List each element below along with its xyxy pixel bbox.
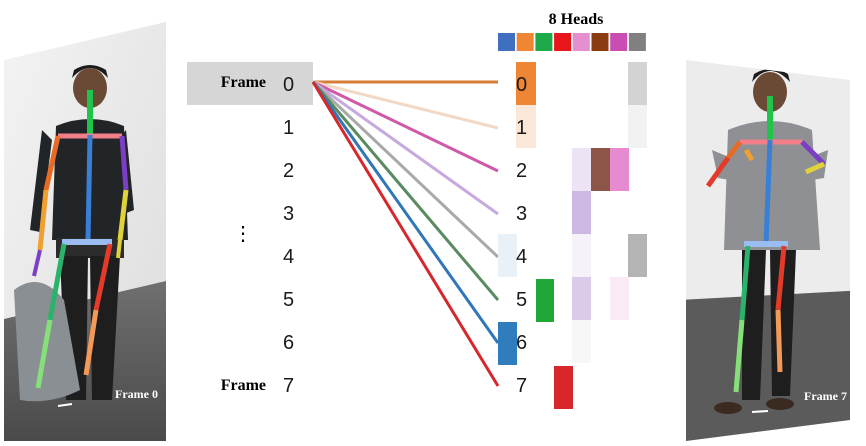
frame-0-word: Frame (221, 74, 266, 91)
attention-connections (311, 80, 500, 387)
attn-cell-r0-h7 (628, 62, 647, 105)
head-color-swatch-4 (554, 33, 572, 51)
left-frame-number-3: 3 (283, 203, 294, 225)
attn-cell-r2-h6 (610, 148, 629, 191)
head-color-swatch-1 (498, 33, 515, 51)
attn-cell-r6-h4 (572, 320, 591, 363)
attn-cell-r0-h1 (516, 62, 536, 105)
left-frame-number-5: 5 (283, 289, 294, 311)
attn-cell-r2-h5 (591, 148, 610, 191)
connection-line-to-frame-3 (312, 80, 499, 216)
attention-heatmap (498, 62, 647, 409)
attn-cell-r5-h4 (572, 277, 591, 320)
right-frame-number-3: 3 (516, 203, 527, 225)
left-frame-number-0: 0 (283, 74, 294, 96)
attn-cell-r1-h1 (516, 105, 536, 148)
right-photo: Frame 7 (686, 60, 850, 441)
connection-line-to-frame-1 (312, 80, 499, 130)
right-frame-number-0: 0 (516, 74, 527, 96)
attn-cell-r6-h0 (498, 322, 517, 365)
heads-title: 8 Heads (549, 11, 604, 28)
right-frame-number-4: 4 (516, 246, 527, 268)
frame-7-word: Frame (221, 377, 266, 394)
left-frame-number-4: 4 (283, 246, 294, 268)
right-frame-numbers: 0 1 2 3 4 5 6 7 (516, 74, 527, 397)
left-photo: Frame 0 (4, 22, 166, 441)
connection-line-to-frame-6 (311, 81, 500, 344)
head-color-swatch-7 (610, 33, 628, 51)
left-frame-number-7: 7 (283, 375, 294, 397)
head-color-swatch-2 (516, 33, 534, 51)
right-frame-number-7: 7 (516, 375, 527, 397)
attn-cell-r4-h4 (572, 234, 591, 277)
attn-cell-r7-h3 (554, 366, 573, 409)
left-frame-number-6: 6 (283, 332, 294, 354)
left-frame-number-1: 1 (283, 117, 294, 139)
attn-cell-r4-h7 (628, 234, 647, 277)
attn-cell-r5-h6 (610, 277, 629, 320)
vertical-ellipsis: ⋮ (233, 223, 253, 245)
head-color-swatch-3 (535, 33, 553, 51)
connection-line-to-frame-5 (311, 81, 500, 301)
right-frame-number-6: 6 (516, 332, 527, 354)
head-color-legend (498, 33, 646, 51)
frame-0-highlight (187, 62, 313, 105)
connection-line-to-frame-7 (311, 81, 500, 387)
head-color-swatch-6 (591, 33, 609, 51)
left-photo-caption: Frame 0 (115, 387, 158, 401)
right-frame-number-1: 1 (516, 117, 527, 139)
connection-line-to-frame-4 (311, 80, 500, 259)
connection-line-to-frame-2 (312, 80, 499, 173)
head-color-swatch-8 (628, 33, 646, 51)
attn-cell-r3-h4 (572, 191, 591, 234)
attn-cell-r2-h4 (572, 148, 591, 191)
head-color-swatch-5 (572, 33, 590, 51)
right-photo-caption: Frame 7 (804, 389, 847, 403)
right-frame-number-5: 5 (516, 289, 527, 311)
attn-cell-r5-h2 (536, 279, 554, 322)
right-frame-number-2: 2 (516, 160, 527, 182)
attn-cell-r1-h7 (628, 105, 647, 148)
left-frame-number-2: 2 (283, 160, 294, 182)
left-frame-numbers: 0 1 2 3 4 5 6 7 (283, 74, 294, 397)
attn-cell-r4-h0 (498, 234, 517, 277)
